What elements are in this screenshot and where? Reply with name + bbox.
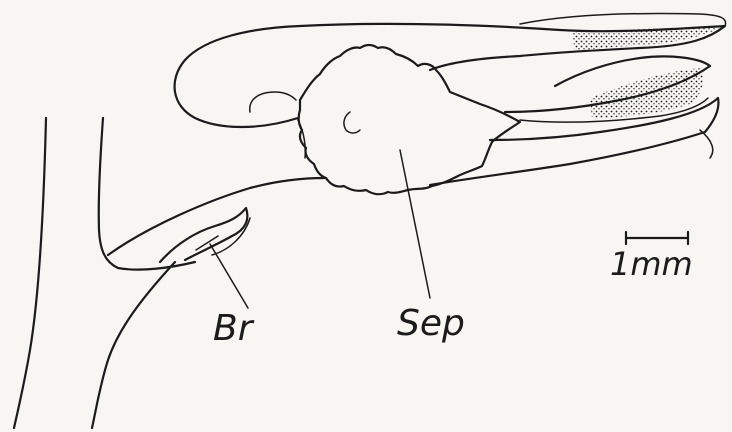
peduncle-left-edge [99,118,118,268]
lower-stem [92,262,175,428]
scale-bar-label: 1mm [610,248,693,280]
sepal-leader-line [400,150,430,298]
upper-petal-inner [520,13,726,26]
lower-petal-outer [430,98,718,185]
sepal-label: Sep [397,306,465,342]
hood-fold [250,92,296,112]
bract-shape [160,208,247,262]
lower-petal-edge [700,130,713,158]
bract-label: Br [213,311,253,347]
sepal-shape [299,45,520,194]
bract-leader-line [210,244,248,308]
peduncle-lower [118,262,195,270]
sepal-inner-curl [344,112,360,133]
main-stem [14,118,46,428]
